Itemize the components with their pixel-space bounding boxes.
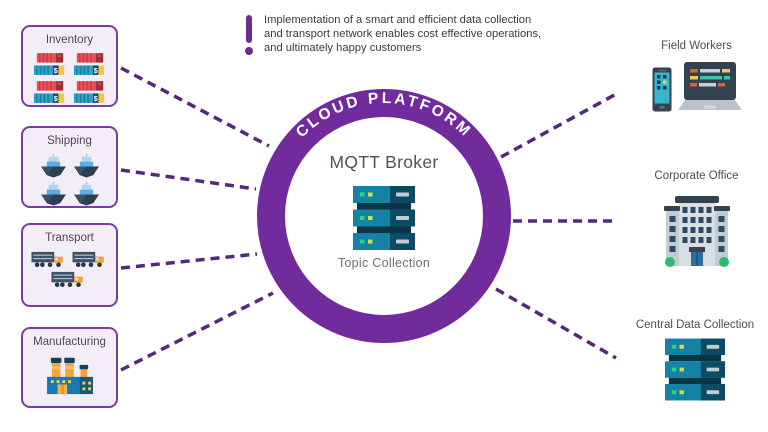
node-shipping: Shipping (21, 126, 118, 208)
connector-manufacturing (120, 291, 274, 372)
node-shipping-label: Shipping (47, 135, 92, 147)
truck-icon (31, 250, 68, 269)
exclamation-icon (245, 15, 253, 55)
phone-and-laptop-icons (652, 62, 742, 112)
ship-icon (40, 153, 67, 178)
node-manufacturing-label: Manufacturing (33, 336, 106, 348)
node-inventory-label: Inventory (45, 34, 94, 46)
note-line: and ultimately happy customers (264, 42, 422, 54)
note-line: Implementation of a smart and efficient … (264, 14, 532, 26)
topic-collection-label: Topic Collection (337, 256, 431, 270)
node-inventory: Inventory (21, 25, 118, 107)
laptop-icon (677, 62, 742, 110)
node-manufacturing: Manufacturing (21, 327, 118, 408)
cargo-container-icon (73, 80, 107, 105)
node-transport-label: Transport (45, 232, 94, 244)
connector-transport (120, 252, 258, 270)
node-central-data-collection: Central Data Collection (600, 319, 768, 401)
intro-note: Implementation of a smart and efficient … (243, 13, 541, 59)
connector-field-workers (500, 91, 619, 159)
note-line: and transport network enables cost effec… (264, 28, 542, 40)
trucks-icons (31, 250, 109, 289)
node-transport: Transport (21, 223, 118, 307)
ship-icon (73, 181, 100, 206)
server-stack-icon (353, 186, 415, 250)
field-workers-label: Field Workers (661, 40, 732, 52)
corporate-office-label: Corporate Office (654, 170, 739, 182)
ships-icons (40, 153, 100, 206)
office-building-icon (663, 196, 730, 267)
server-stack-icon (665, 338, 725, 401)
factory-icon (44, 352, 96, 396)
connector-inventory (120, 66, 270, 148)
connector-lines (120, 66, 619, 372)
cargo-container-icon (73, 52, 107, 77)
ship-icon (73, 153, 100, 178)
ship-icon (40, 181, 67, 206)
cloud-platform-ring (257, 89, 511, 343)
cargo-container-icon (33, 80, 67, 105)
truck-icon (51, 270, 88, 289)
node-field-workers: Field Workers (614, 40, 768, 112)
smartphone-icon (652, 67, 671, 112)
central-data-collection-label: Central Data Collection (635, 319, 755, 331)
cargo-container-icon (33, 52, 67, 77)
intro-note-text: Implementation of a smart and efficient … (264, 13, 541, 55)
connector-central-data (495, 287, 617, 360)
node-corporate-office: Corporate Office (614, 170, 768, 268)
mqtt-broker-title: MQTT Broker (329, 152, 439, 172)
truck-icon (72, 250, 109, 269)
cargo-containers-icons (33, 52, 107, 105)
connector-shipping (120, 168, 257, 191)
